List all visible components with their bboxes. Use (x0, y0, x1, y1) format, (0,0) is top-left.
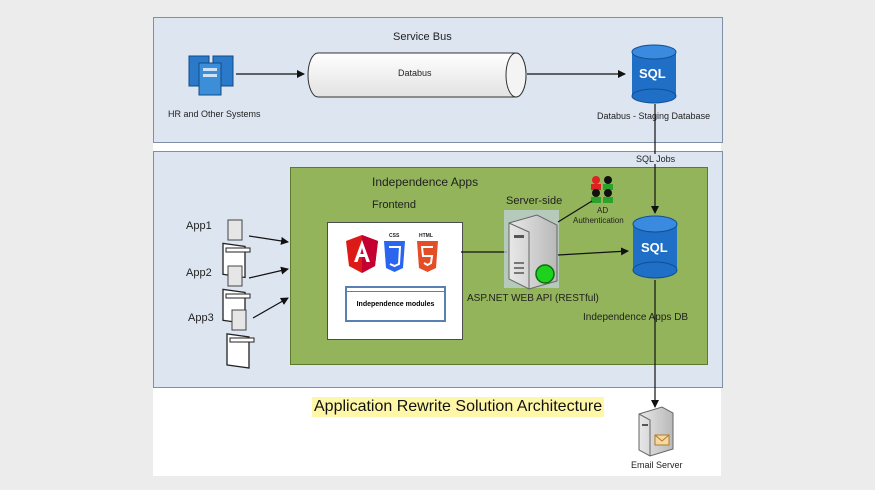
sql-jobs-label: SQL Jobs (634, 154, 678, 164)
ad-authentication-label: Authentication (573, 216, 624, 225)
diagram-title: Application Rewrite Solution Architectur… (312, 397, 605, 417)
independence-apps-title: Independence Apps (372, 175, 479, 189)
web-api-label: ASP.NET WEB API (RESTful) (467, 293, 599, 304)
apps-db-sql-text: SQL (641, 240, 668, 255)
hr-systems-label: HR and Other Systems (168, 109, 261, 119)
independence-modules-label: Independence modules (356, 300, 435, 308)
staging-db-sql-text: SQL (639, 66, 666, 81)
frontend-label: Frontend (372, 199, 417, 211)
app2-label: App2 (186, 267, 212, 279)
staging-sql-db-icon (631, 44, 677, 104)
web-api-server-icon (504, 210, 559, 290)
serverside-label: Server-side (506, 195, 563, 207)
app3-label: App3 (188, 312, 214, 324)
ad-label: AD (597, 206, 609, 215)
app1-label: App1 (186, 220, 212, 232)
app3-monitor-icon (226, 309, 255, 369)
service-bus-title: Service Bus (393, 31, 452, 43)
email-server-label: Email Server (631, 460, 683, 470)
html5-logo-icon (417, 241, 438, 272)
ad-authentication-icon (591, 176, 613, 203)
databus-label: Databus (398, 68, 432, 78)
hr-systems-icon (188, 55, 234, 96)
email-server-icon (638, 406, 674, 457)
css3-logo-icon (384, 241, 405, 272)
independence-modules-box: Independence modules (345, 286, 446, 322)
html5-badge: HTML (419, 233, 433, 239)
independence-apps-db-icon (632, 215, 678, 279)
angular-logo-icon (346, 235, 378, 273)
databus-cylinder (307, 52, 527, 98)
css3-badge: CSS (389, 233, 400, 239)
staging-db-label: Databus - Staging Database (597, 111, 711, 121)
independence-apps-db-label: Independence Apps DB (583, 312, 689, 323)
